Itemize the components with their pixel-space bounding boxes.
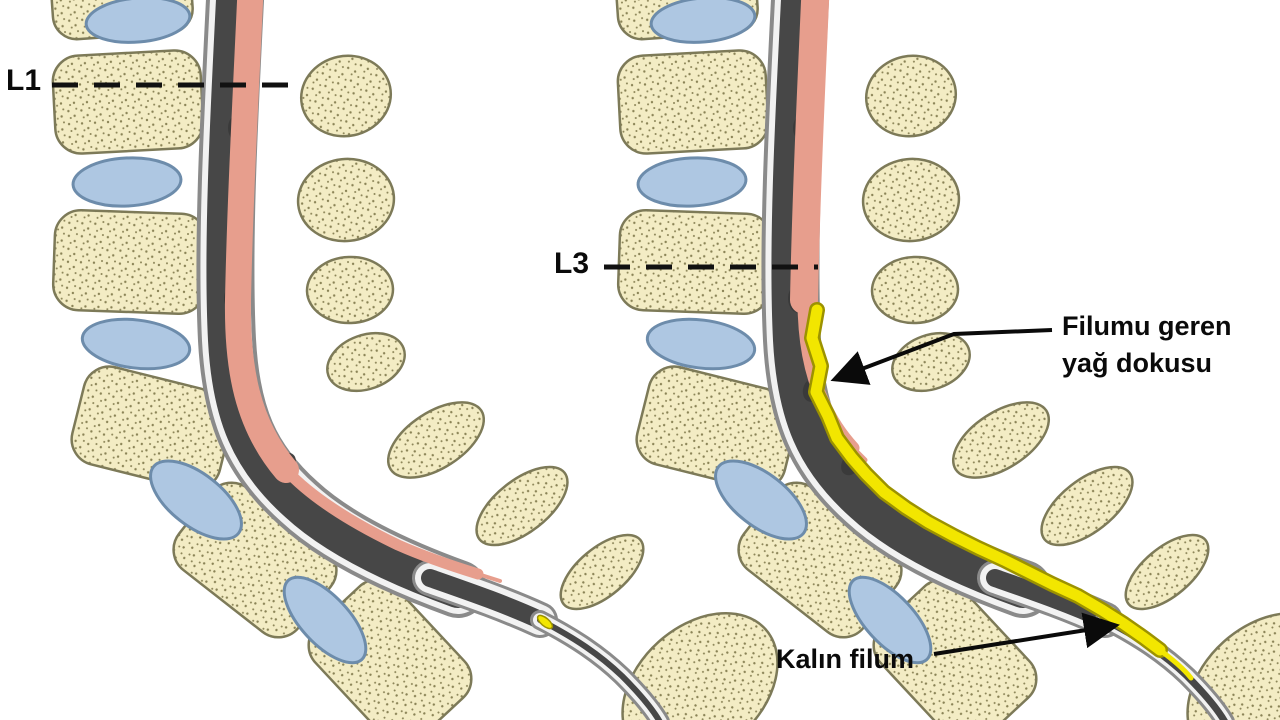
vertebral-body xyxy=(616,49,770,155)
spinal-cord xyxy=(224,0,299,483)
filum-leader-line xyxy=(933,612,1120,656)
spinal-cord-taper xyxy=(280,464,484,580)
thick-filum-label: Kalın filum xyxy=(776,644,915,674)
spinous-process xyxy=(386,401,486,479)
intervertebral-disc xyxy=(636,156,748,208)
intervertebral-disc xyxy=(80,317,192,371)
intervertebral-disc xyxy=(71,156,183,208)
l3-label: L3 xyxy=(554,247,590,280)
spinal-cord-tip xyxy=(476,572,502,583)
small-fat-fleck xyxy=(536,614,554,630)
fatty-tissue-label-line2: yağ dokusu xyxy=(1062,348,1213,378)
intervertebral-disc xyxy=(714,459,808,541)
spinous-process xyxy=(1040,465,1134,547)
intervertebral-disc xyxy=(649,0,757,44)
spinal-canal xyxy=(761,0,1235,720)
vertebral-body xyxy=(51,209,209,315)
spinous-process xyxy=(475,465,569,547)
intervertebral-disc xyxy=(84,0,192,44)
vertebral-column xyxy=(615,0,1038,720)
posterior-elements xyxy=(296,54,779,720)
dural-sac-taper xyxy=(421,569,549,629)
l1-label: L1 xyxy=(6,64,42,97)
spinal-canal xyxy=(196,0,670,720)
spinous-process xyxy=(305,255,395,325)
annotation-overlay xyxy=(52,82,1120,656)
spinous-process xyxy=(891,331,971,393)
sacral-bone xyxy=(1186,611,1280,720)
left-spine-panel xyxy=(50,0,779,720)
dural-sac xyxy=(206,0,477,608)
spinous-process xyxy=(861,157,961,243)
spinous-process xyxy=(559,533,645,611)
fatty-filum-tail xyxy=(1157,647,1194,681)
intervertebral-disc xyxy=(282,575,368,665)
intervertebral-disc xyxy=(645,317,757,371)
spinous-process xyxy=(299,54,393,138)
posterior-elements xyxy=(861,54,1280,720)
fatty-tissue-label: Filumu geren yağ dokusu xyxy=(1062,308,1232,382)
fat-leader-line xyxy=(830,328,1053,385)
spinous-process xyxy=(1124,533,1210,611)
spinous-process xyxy=(326,331,406,393)
fatty-tissue xyxy=(806,304,1166,656)
vertebral-body xyxy=(616,209,774,315)
filum-terminale xyxy=(537,617,663,720)
spinous-process xyxy=(951,401,1051,479)
dural-sac xyxy=(771,0,1042,608)
vertebral-body xyxy=(51,49,205,155)
vertebral-column xyxy=(50,0,473,720)
right-spine-panel xyxy=(615,0,1280,720)
fatty-tissue-label-line1: Filumu geren xyxy=(1062,311,1232,341)
spinous-process xyxy=(864,54,958,138)
intervertebral-disc xyxy=(149,459,243,541)
intervertebral-disc xyxy=(847,575,933,665)
sacral-bone xyxy=(621,611,779,720)
spinous-process xyxy=(870,255,960,325)
tethered-spinal-cord xyxy=(790,0,830,314)
spinous-process xyxy=(296,157,396,243)
